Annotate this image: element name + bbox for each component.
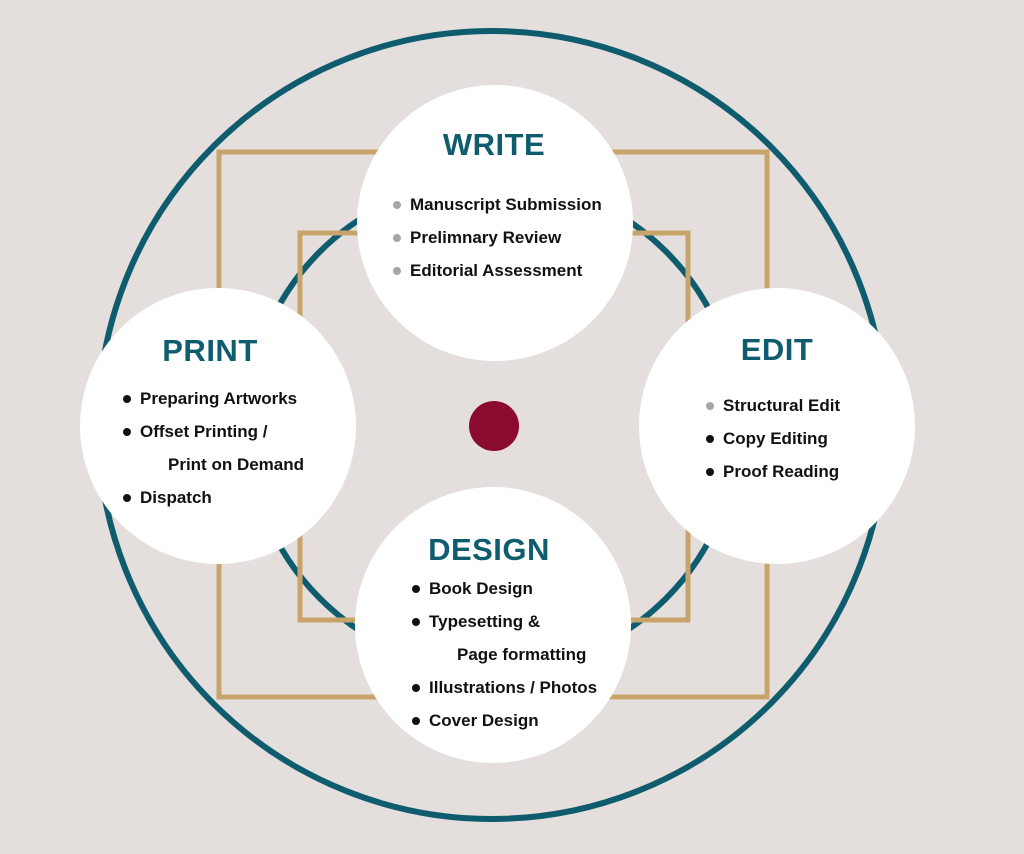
print-list-item: Offset Printing /	[123, 415, 304, 448]
bullet-icon	[123, 428, 131, 436]
list-item-text: Proof Reading	[723, 462, 840, 481]
bullet-icon	[412, 585, 420, 593]
design-list-item: Illustrations / Photos	[412, 671, 597, 704]
list-item-text: Prelimnary Review	[410, 228, 562, 247]
list-item-text: Structural Edit	[723, 396, 841, 415]
bullet-icon	[123, 395, 131, 403]
bullet-icon	[706, 402, 714, 410]
bullet-icon	[393, 201, 401, 209]
bullet-icon	[412, 684, 420, 692]
write-title: WRITE	[442, 127, 546, 162]
edit-title: EDIT	[740, 332, 814, 367]
bullet-icon	[393, 234, 401, 242]
bullet-icon	[393, 267, 401, 275]
list-item-text: Page formatting	[457, 645, 587, 664]
print-list-item: Preparing Artworks	[123, 382, 304, 415]
edit-list-item: Copy Editing	[706, 422, 840, 455]
list-item-text: Offset Printing /	[140, 422, 268, 441]
write-list-item: Prelimnary Review	[393, 221, 602, 254]
bullet-icon	[412, 717, 420, 725]
list-item-text: Editorial Assessment	[410, 261, 583, 280]
design-list-item: Page formatting	[412, 638, 597, 671]
bullet-icon	[706, 435, 714, 443]
bullet-icon	[123, 494, 131, 502]
print-list-item: Print on Demand	[123, 448, 304, 481]
list-item-text: Dispatch	[140, 488, 212, 507]
list-item-text: Illustrations / Photos	[429, 678, 598, 697]
list-item-text: Typesetting &	[429, 612, 541, 631]
center-dot	[469, 401, 519, 451]
bullet-icon	[706, 468, 714, 476]
edit-list-item: Structural Edit	[706, 389, 840, 422]
print-list-item: Dispatch	[123, 481, 304, 514]
list-item-text: Copy Editing	[723, 429, 828, 448]
list-item-text: Manuscript Submission	[410, 195, 602, 214]
list-item-text: Print on Demand	[168, 455, 305, 474]
design-list-item: Cover Design	[412, 704, 597, 737]
edit-list-item: Proof Reading	[706, 455, 840, 488]
write-list-item: Manuscript Submission	[393, 188, 602, 221]
list-item-text: Preparing Artworks	[140, 389, 298, 408]
design-title: DESIGN	[428, 532, 550, 567]
write-list-item: Editorial Assessment	[393, 254, 602, 287]
design-list-item: Book Design	[412, 572, 597, 605]
list-item-text: Cover Design	[429, 711, 539, 730]
print-title: PRINT	[162, 333, 258, 368]
design-list-item: Typesetting &	[412, 605, 597, 638]
bullet-icon	[412, 618, 420, 626]
list-item-text: Book Design	[429, 579, 533, 598]
